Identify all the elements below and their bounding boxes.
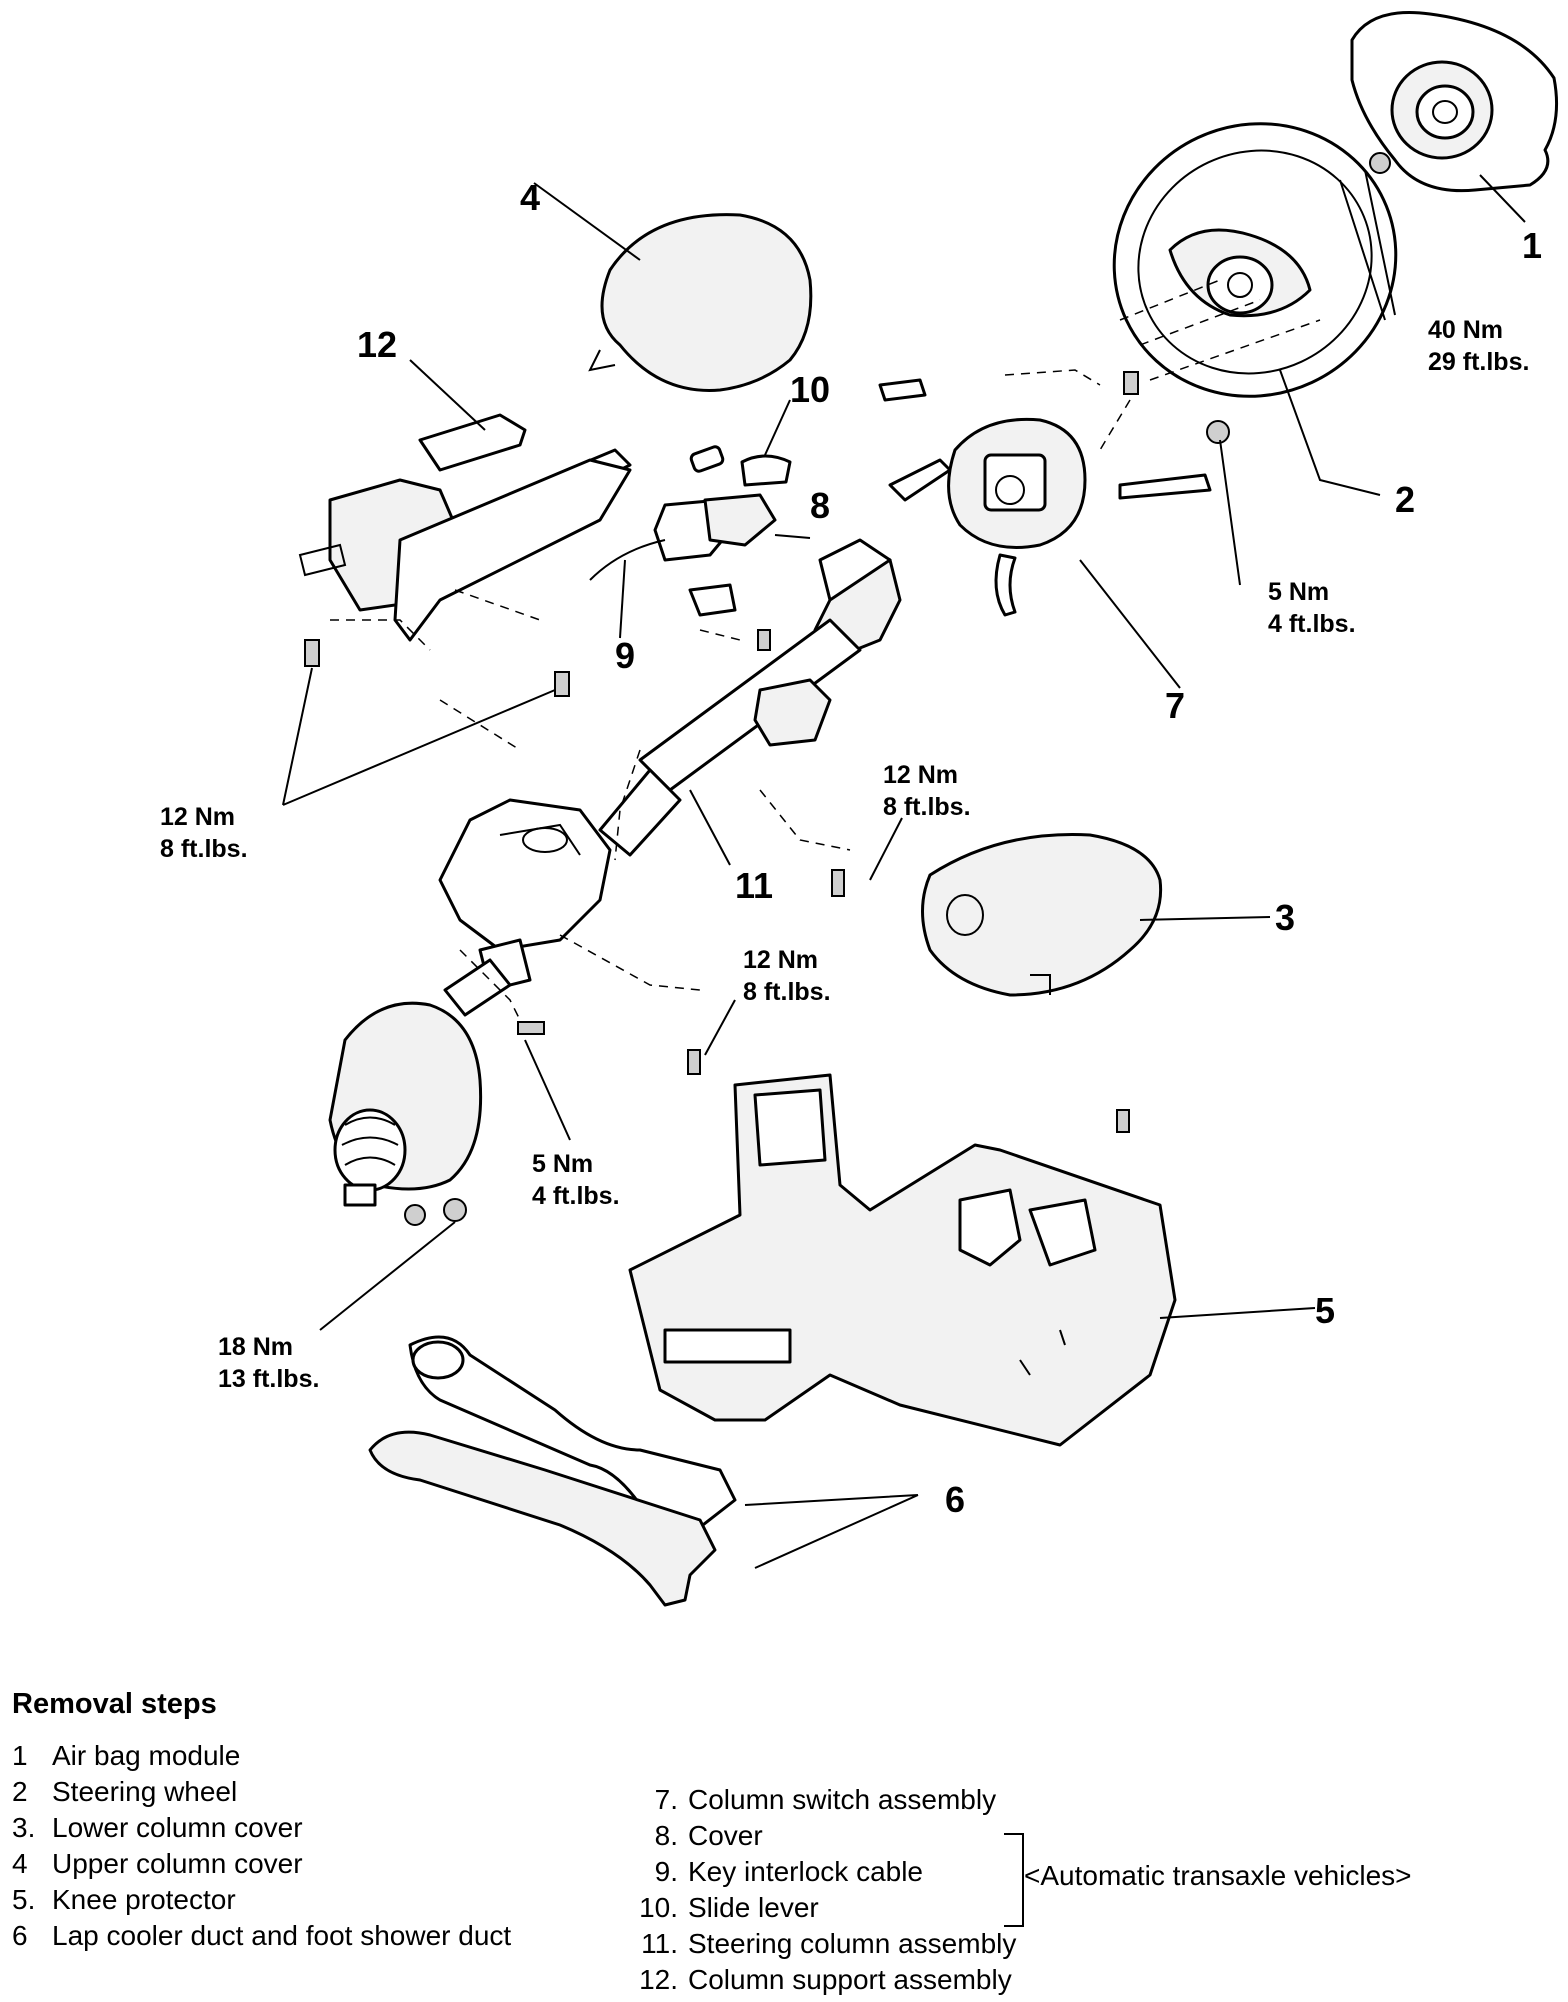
leader-lines: [282, 169, 1526, 1569]
torque-4ftlbs-top: 4 ft.lbs.: [1268, 610, 1356, 638]
step-group-bracket: [1004, 1833, 1024, 1927]
steering-wheel-drawing: [1112, 122, 1398, 398]
step-number: 2: [12, 1776, 28, 1807]
torque-12nm-lower: 12 Nm: [743, 946, 818, 974]
callout-3: 3: [1275, 897, 1295, 938]
step-label: Column switch assembly: [688, 1784, 997, 1815]
step-label: Air bag module: [52, 1740, 241, 1771]
slide-lever-drawing: [689, 445, 792, 487]
step-number: 4: [12, 1848, 28, 1879]
torque-5nm-lower: 5 Nm: [532, 1150, 593, 1178]
callout-1: 1: [1522, 225, 1542, 266]
step-label: Knee protector: [52, 1884, 236, 1915]
air-bag-module-drawing: [1350, 10, 1559, 193]
torque-18nm: 18 Nm: [218, 1333, 293, 1361]
callout-2: 2: [1395, 479, 1415, 520]
callout-6: 6: [945, 1479, 965, 1520]
torque-29ftlbs: 29 ft.lbs.: [1428, 348, 1529, 376]
removal-step: 4 Upper column cover: [12, 1848, 303, 1880]
lap-cooler-and-foot-shower-duct-drawing: [368, 1335, 737, 1607]
callout-5: 5: [1315, 1290, 1335, 1331]
removal-step: 8. Cover: [630, 1820, 763, 1852]
key-interlock-cable-drawing: [589, 493, 777, 581]
removal-step: 12. Column support assembly: [630, 1964, 1012, 1996]
lower-column-cover-drawing: [921, 833, 1163, 997]
callout-8: 8: [810, 485, 830, 526]
removal-step: 3. Lower column cover: [12, 1812, 303, 1844]
removal-step: 11. Steering column assembly: [630, 1928, 1016, 1960]
upper-column-cover-drawing: [588, 213, 813, 392]
step-label: Key interlock cable: [688, 1856, 924, 1887]
column-switch-assembly-drawing: [878, 378, 1212, 617]
step-number: 3.: [12, 1812, 36, 1843]
step-number: 7.: [654, 1784, 678, 1815]
callout-labels: 1 2 3 4 5 6 7 8 9 10 11 12: [357, 177, 1542, 1520]
callout-4: 4: [520, 177, 540, 218]
step-number: 10.: [639, 1892, 678, 1923]
step-label: Cover: [688, 1820, 763, 1851]
steering-shaft-boot-drawing: [328, 1001, 483, 1207]
removal-step: 2 Steering wheel: [12, 1776, 237, 1808]
step-label: Steering column assembly: [688, 1928, 1017, 1959]
step-number: 9.: [654, 1856, 678, 1887]
knee-protector-drawing: [628, 1073, 1177, 1447]
step-label: Upper column cover: [52, 1848, 303, 1879]
column-support-assembly-drawing: [298, 413, 632, 642]
torque-8ftlbs-lower: 8 ft.lbs.: [743, 978, 831, 1006]
torque-4ftlbs-lower: 4 ft.lbs.: [532, 1182, 620, 1210]
step-label: Lower column cover: [52, 1812, 303, 1843]
removal-step: 9. Key interlock cable: [630, 1856, 923, 1888]
removal-step: 1 Air bag module: [12, 1740, 240, 1772]
torque-8ftlbs-left: 8 ft.lbs.: [160, 835, 248, 863]
step-number: 8.: [654, 1820, 678, 1851]
callout-11: 11: [735, 865, 773, 906]
removal-step: 6 Lap cooler duct and foot shower duct: [12, 1920, 511, 1952]
torque-40nm: 40 Nm: [1428, 316, 1503, 344]
step-number: 1: [12, 1740, 28, 1771]
torque-5nm-top: 5 Nm: [1268, 578, 1329, 606]
steering-column-assembly-drawing: [438, 538, 902, 1017]
step-label: Column support assembly: [688, 1964, 1012, 1995]
removal-step: 10. Slide lever: [630, 1892, 819, 1924]
automatic-transaxle-note: <Automatic transaxle vehicles>: [1024, 1860, 1412, 1891]
step-label: Slide lever: [688, 1892, 819, 1923]
step-number: 6: [12, 1920, 28, 1951]
torque-13ftlbs: 13 ft.lbs.: [218, 1365, 319, 1393]
callout-12: 12: [357, 324, 397, 365]
alignment-lines: [330, 279, 1321, 1021]
callout-9: 9: [615, 635, 635, 676]
bolt-drawing: [304, 629, 1130, 1226]
torque-12nm-mid: 12 Nm: [883, 761, 958, 789]
bolt-drawing: [1123, 371, 1139, 395]
removal-step: 5. Knee protector: [12, 1884, 236, 1916]
step-label: Lap cooler duct and foot shower duct: [52, 1920, 512, 1951]
step-label: Steering wheel: [52, 1776, 238, 1807]
step-number: 11.: [641, 1928, 678, 1959]
torque-8ftlbs-mid: 8 ft.lbs.: [883, 793, 971, 821]
legend-title: Removal steps: [12, 1688, 217, 1720]
callout-7: 7: [1165, 685, 1185, 726]
callout-10: 10: [790, 369, 830, 410]
torque-specs: 40 Nm 29 ft.lbs. 5 Nm 4 ft.lbs. 12 Nm 8 …: [160, 316, 1529, 1393]
step-number: 5.: [12, 1884, 36, 1915]
torque-12nm-left: 12 Nm: [160, 803, 235, 831]
removal-steps-legend: Removal steps: [0, 1680, 1568, 2002]
step-number: 12.: [639, 1964, 678, 1995]
removal-step: 7. Column switch assembly: [630, 1784, 996, 1816]
exploded-steering-column-diagram: 1 2 3 4 5 6 7 8 9 10 11 12 40 Nm 29 ft.l…: [160, 10, 1559, 1607]
